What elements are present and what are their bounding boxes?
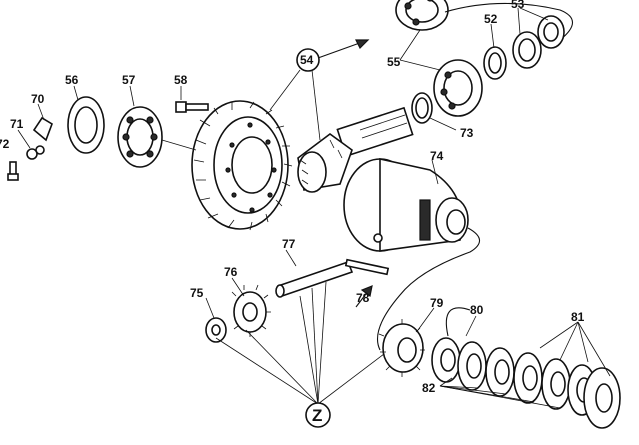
label-55: 55 [387, 55, 401, 69]
part-71-nut [26, 145, 45, 160]
label-78: 78 [356, 291, 370, 305]
label-77: 77 [282, 237, 296, 251]
part-74-differential-housing [343, 158, 469, 252]
part-53-ring-nut [512, 15, 565, 69]
part-78-pin [344, 258, 390, 276]
label-80: 80 [470, 303, 484, 317]
part-58-bolt [175, 101, 209, 113]
part-70-lock-tab [32, 116, 53, 142]
label-70: 70 [31, 92, 45, 106]
label-76: 76 [224, 265, 238, 279]
leaders-82 [439, 377, 561, 409]
part-76-planet-gear [231, 284, 271, 337]
part-80-clutch-plates [431, 337, 621, 429]
label-56: 56 [65, 73, 79, 87]
label-57: 57 [122, 73, 136, 87]
part-73-shim-ring [411, 92, 433, 124]
label-73: 73 [460, 126, 474, 140]
part-55-lower-bearing [433, 59, 483, 117]
label-z-circle [305, 402, 331, 428]
label-82: 82 [422, 381, 436, 395]
label-79: 79 [430, 296, 444, 310]
label-75: 75 [190, 286, 204, 300]
label-58: 58 [174, 73, 188, 87]
label-74: 74 [430, 149, 444, 163]
part-75-washer [205, 317, 227, 343]
part-54-pinion-shaft [297, 106, 414, 193]
part-79-side-gear [378, 319, 425, 377]
part-56-ring [67, 96, 105, 154]
label-54: 54 [300, 53, 314, 67]
label-71: 71 [10, 117, 24, 131]
label-72: 72 [0, 137, 10, 151]
label-z: Z [312, 406, 322, 425]
label-81: 81 [571, 310, 585, 324]
label-53: 53 [511, 0, 525, 11]
part-52-washer [483, 46, 507, 80]
part-55-upper-bearing [395, 0, 449, 31]
part-72-bolt [7, 161, 19, 181]
label-54-circle [296, 48, 320, 72]
label-52: 52 [484, 12, 498, 26]
part-77-cross-shaft [275, 260, 354, 298]
leaders-z [215, 281, 385, 405]
part-57-bearing [117, 106, 163, 168]
leaders-81 [539, 321, 611, 377]
part-54-crown-gear [191, 100, 293, 231]
